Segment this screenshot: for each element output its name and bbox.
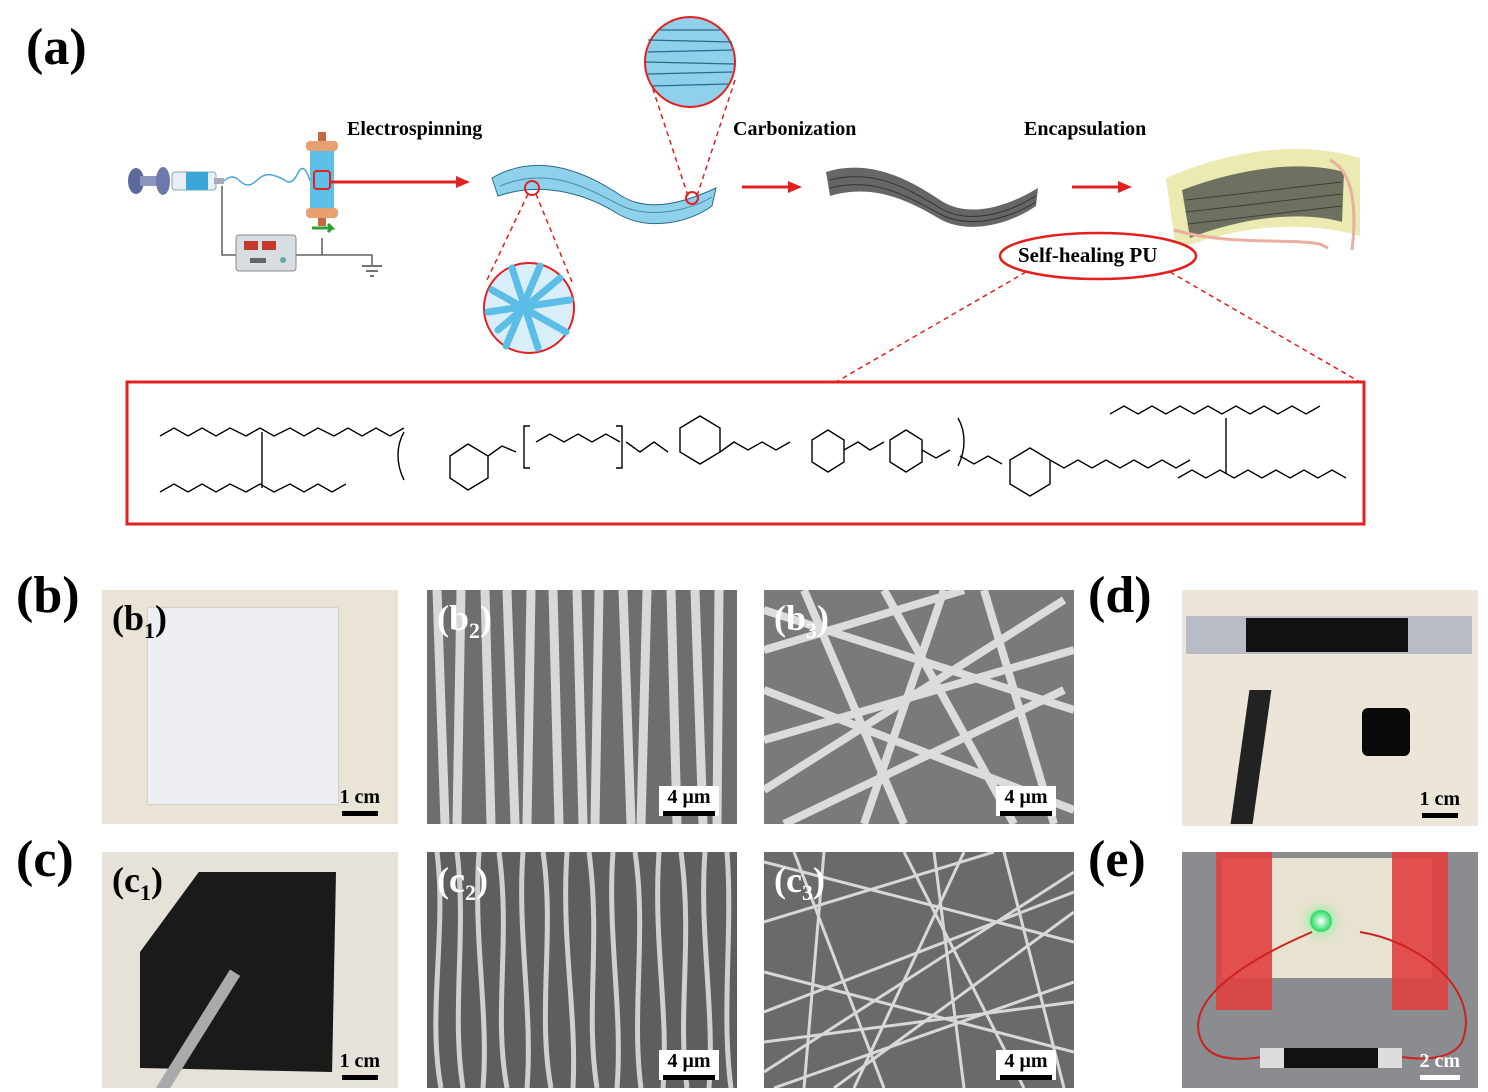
- label-c3: (c3): [774, 860, 825, 906]
- carbon-film: [140, 872, 336, 1072]
- pu-structure-drawing: [159, 405, 1347, 497]
- scale-bar-c1: 1 cm: [339, 1050, 380, 1080]
- step-electrospinning-label: Electrospinning: [347, 118, 483, 140]
- photo-c1-carbon-film: (c1) 1 cm: [102, 852, 398, 1088]
- sem-b3-random-fibers: (b3) 4 μm: [764, 590, 1074, 824]
- sem-b2-aligned-fibers: (b2) 4 μm: [427, 590, 737, 824]
- label-c2: (c2): [437, 860, 488, 906]
- panel-c-label: (c): [16, 831, 74, 888]
- syringe-icon: [128, 167, 224, 195]
- sensor-strip-carbon: [1246, 618, 1408, 652]
- red-tape-left: [1216, 852, 1272, 1010]
- scale-bar-d: 1 cm: [1419, 788, 1460, 818]
- process-schematic: [125, 16, 1366, 526]
- sensor-in-circuit: [1260, 1048, 1402, 1068]
- self-healing-pu-callout: Self-healing PU: [1018, 243, 1158, 267]
- sensor-twisted: [1230, 690, 1272, 824]
- scale-bar-c3: 4 μm: [996, 1050, 1056, 1080]
- sem-c2-aligned-carbon-fibers: (c2) 4 μm: [427, 852, 737, 1088]
- photo-e-led-circuit: 2 cm: [1182, 852, 1478, 1088]
- sem-c3-random-carbon-fibers: (c3) 4 μm: [764, 852, 1074, 1088]
- panel-d-label: (d): [1088, 567, 1152, 624]
- photo-b1-white-paper: (b1) 1 cm: [102, 590, 398, 824]
- panel-b-label: (b): [16, 567, 80, 624]
- paper-sheet: [148, 608, 338, 804]
- sensor-rolled: [1362, 708, 1410, 756]
- label-b1: (b1): [112, 598, 168, 644]
- scale-bar-e: 2 cm: [1419, 1050, 1460, 1080]
- scale-bar-b2: 4 μm: [659, 786, 719, 816]
- scale-bar-b1: 1 cm: [339, 786, 380, 816]
- panel-a-label: (a): [26, 19, 87, 76]
- red-tape-right: [1392, 852, 1448, 1010]
- step-encapsulation-label: Encapsulation: [1024, 118, 1147, 140]
- step-carbonization-label: Carbonization: [733, 118, 857, 140]
- label-b2: (b2): [437, 598, 493, 644]
- scale-bar-c2: 4 μm: [659, 1050, 719, 1080]
- label-b3: (b3): [774, 598, 830, 644]
- panel-e-label: (e): [1088, 831, 1146, 888]
- power-supply-icon: [235, 234, 297, 272]
- photo-d-flexible-sensor: 1 cm: [1182, 590, 1478, 826]
- scale-bar-b3: 4 μm: [996, 786, 1056, 816]
- label-c1: (c1): [112, 860, 163, 906]
- green-led-icon: [1310, 910, 1332, 932]
